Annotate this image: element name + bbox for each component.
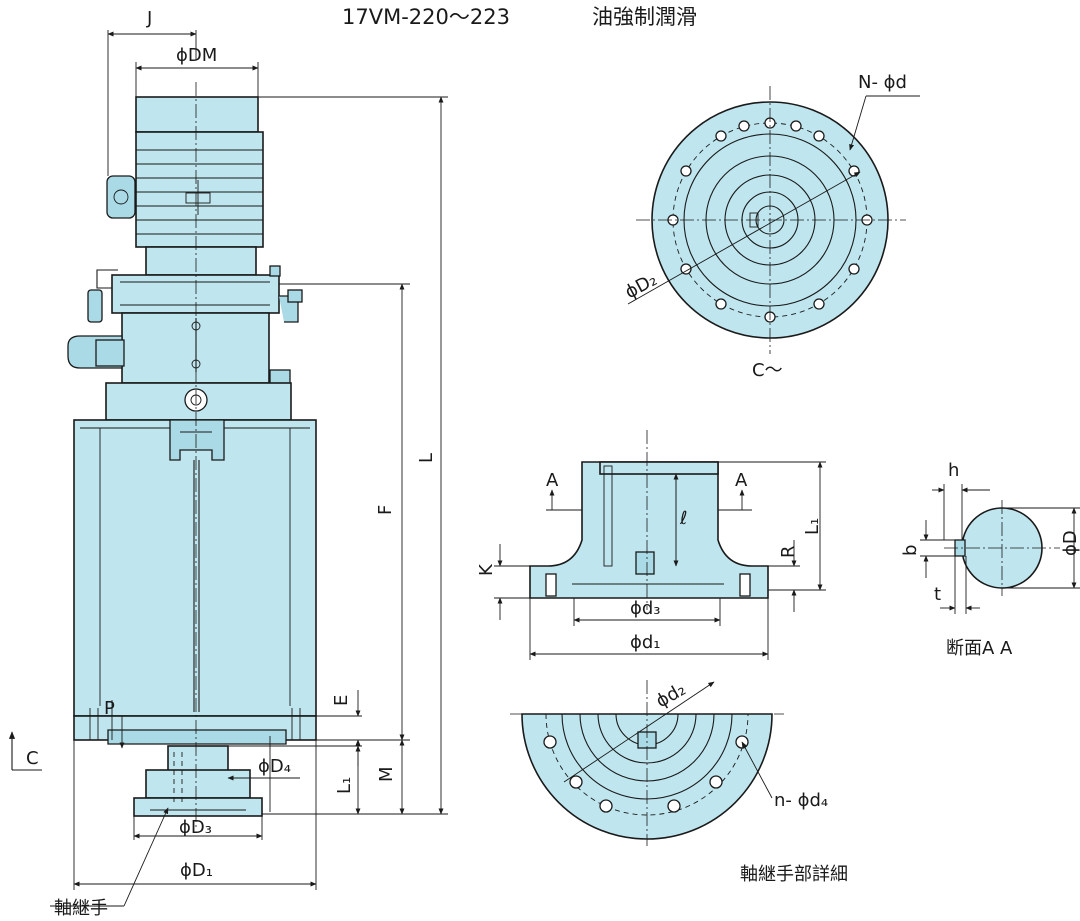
oil-fitting xyxy=(87,289,103,323)
coupling-detail xyxy=(494,430,826,660)
dim-d4 xyxy=(227,736,300,812)
label-f: F xyxy=(375,505,396,515)
motor-fins xyxy=(136,149,263,235)
label-ell: ℓ xyxy=(679,508,687,529)
motor-cap xyxy=(135,96,259,133)
nd-leader xyxy=(849,95,867,151)
label-d2-detail: ϕd₂ xyxy=(652,679,689,712)
label-k: K xyxy=(476,563,497,576)
label-l: L xyxy=(416,453,437,463)
inner-coupling xyxy=(169,419,225,461)
label-r: R xyxy=(778,545,799,558)
label-d4: ϕD₄ xyxy=(258,756,291,777)
label-t: t xyxy=(934,584,941,605)
tank-body xyxy=(73,419,317,717)
label-d-section: ϕD xyxy=(1060,530,1080,556)
coupling-bottom-view xyxy=(510,680,784,846)
label-coupling: 軸継手 xyxy=(54,898,108,919)
coupling-leader xyxy=(123,807,169,907)
label-c-view: C～ xyxy=(752,360,783,381)
label-j: J xyxy=(146,8,152,29)
dim-f xyxy=(279,283,410,741)
label-d1: ϕD₁ xyxy=(180,860,213,881)
lubrication-title: 油強制潤滑 xyxy=(592,5,697,29)
d2-detail-leader xyxy=(563,681,715,783)
label-a-right: A xyxy=(735,470,748,491)
label-l1-main: L₁ xyxy=(334,777,355,794)
label-dm: ϕDM xyxy=(176,45,217,66)
label-d2: ϕD₂ xyxy=(622,269,661,303)
model-title: 17VM-220～223 xyxy=(342,5,510,29)
dim-dm xyxy=(135,62,259,97)
oil-line-top xyxy=(96,269,118,289)
label-l1-detail: L₁ xyxy=(802,518,823,535)
motor-body xyxy=(135,131,264,248)
nd4-leader xyxy=(741,741,773,799)
bottom-flange xyxy=(133,797,263,817)
coupling-section xyxy=(529,461,769,599)
section-aa xyxy=(920,484,1080,614)
pump-elevation xyxy=(67,82,317,830)
label-n-d: N- ϕd xyxy=(858,72,907,93)
label-d1-detail: ϕd₁ xyxy=(630,632,661,653)
view-c-arrow xyxy=(8,731,42,771)
label-h: h xyxy=(948,460,959,481)
d2-leader xyxy=(627,171,861,305)
label-c-arrow: C xyxy=(26,748,39,769)
label-b: b xyxy=(900,545,921,556)
dim-p xyxy=(111,700,125,749)
label-e: E xyxy=(331,695,352,706)
dim-j xyxy=(107,30,197,176)
label-coupling-detail: 軸継手部詳細 xyxy=(740,864,848,885)
label-n-d4: n- ϕd₄ xyxy=(774,790,828,811)
label-a-left: A xyxy=(546,470,559,491)
terminal-box xyxy=(106,175,136,219)
motor-flange xyxy=(145,246,257,276)
label-d3: ϕD₃ xyxy=(179,817,212,838)
terminal-gland xyxy=(113,189,129,205)
bottom-bolt-holes xyxy=(543,735,749,813)
label-d3-detail: ϕd₃ xyxy=(630,598,661,619)
label-m: M xyxy=(376,766,397,782)
dim-d1 xyxy=(73,740,317,890)
label-p: P xyxy=(104,698,115,719)
view-c-circle xyxy=(627,86,920,354)
bracket-flange xyxy=(111,274,280,314)
label-section-aa: 断面A A xyxy=(946,638,1013,659)
